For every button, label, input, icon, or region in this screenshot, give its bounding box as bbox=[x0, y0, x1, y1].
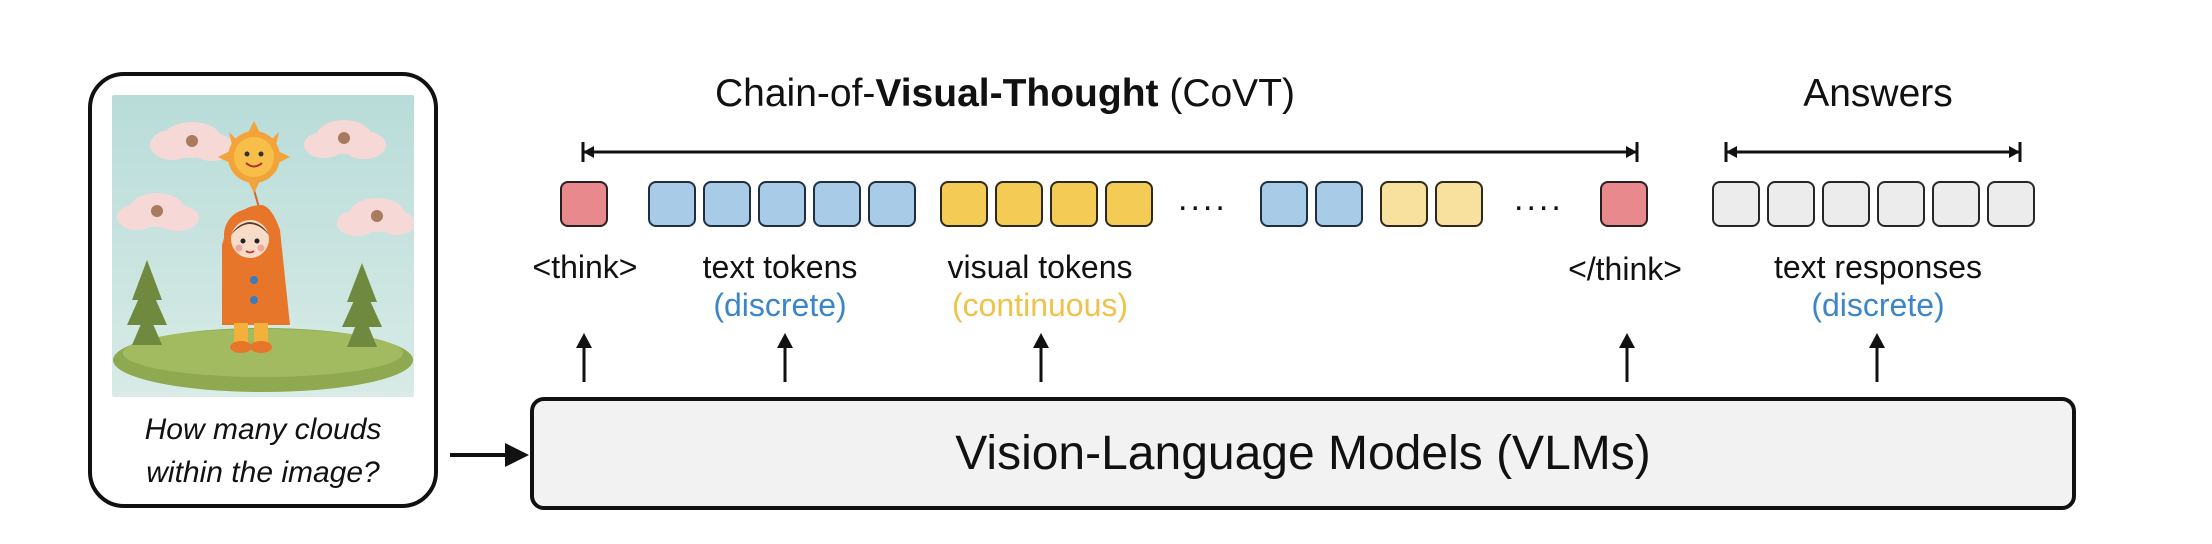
text-token bbox=[1260, 181, 1308, 227]
covt-bracket bbox=[581, 142, 1639, 162]
ellipsis-1: .... bbox=[1178, 180, 1228, 218]
covt-title-prefix: Chain-of- bbox=[715, 72, 876, 115]
text-token bbox=[868, 181, 916, 227]
visual-token bbox=[1050, 181, 1098, 227]
vlm-box: Vision-Language Models (VLMs) bbox=[530, 397, 2076, 510]
visual-tokens-label: visual tokens (continuous) bbox=[910, 248, 1170, 324]
response-token bbox=[1877, 181, 1925, 227]
think-open-token bbox=[560, 181, 608, 227]
text-tokens-name: text tokens bbox=[702, 249, 858, 285]
up-arrows bbox=[576, 333, 1885, 382]
vlm-label: Vision-Language Models (VLMs) bbox=[955, 427, 1651, 480]
question-line-1: How many clouds bbox=[144, 413, 382, 446]
ellipsis-2: .... bbox=[1514, 180, 1564, 218]
text-token bbox=[703, 181, 751, 227]
response-token bbox=[1987, 181, 2035, 227]
text-responses-name: text responses bbox=[1773, 249, 1983, 285]
covt-title-suffix: (CoVT) bbox=[1158, 72, 1295, 115]
think-close-label: </think> bbox=[1568, 251, 1682, 287]
text-responses-label: text responses (discrete) bbox=[1728, 248, 2028, 324]
text-token bbox=[758, 181, 806, 227]
visual-token bbox=[1435, 181, 1483, 227]
question-line-2: within the image? bbox=[146, 456, 380, 489]
covt-title-bold: Visual-Thought bbox=[875, 72, 1159, 115]
answers-title: Answers bbox=[1803, 72, 1953, 115]
question-text: How many clouds within the image? bbox=[98, 408, 428, 494]
visual-token bbox=[1380, 181, 1428, 227]
think-open-label: <think> bbox=[532, 249, 638, 285]
visual-tokens-kind: (continuous) bbox=[951, 287, 1129, 323]
visual-token bbox=[995, 181, 1043, 227]
text-token bbox=[813, 181, 861, 227]
response-token bbox=[1767, 181, 1815, 227]
visual-token bbox=[1105, 181, 1153, 227]
text-token bbox=[648, 181, 696, 227]
text-tokens-kind: (discrete) bbox=[713, 287, 847, 323]
text-tokens-label: text tokens (discrete) bbox=[660, 248, 900, 324]
response-token bbox=[1822, 181, 1870, 227]
answers-bracket bbox=[1724, 142, 2022, 162]
input-arrow bbox=[450, 443, 529, 467]
visual-tokens-name: visual tokens bbox=[947, 249, 1133, 285]
response-token bbox=[1932, 181, 1980, 227]
covt-title: Chain-of-Visual-Thought (CoVT) bbox=[585, 72, 1425, 116]
visual-token bbox=[940, 181, 988, 227]
text-responses-kind: (discrete) bbox=[1811, 287, 1945, 323]
input-image bbox=[112, 95, 414, 397]
text-token bbox=[1315, 181, 1363, 227]
response-token bbox=[1712, 181, 1760, 227]
think-close-token bbox=[1600, 181, 1648, 227]
